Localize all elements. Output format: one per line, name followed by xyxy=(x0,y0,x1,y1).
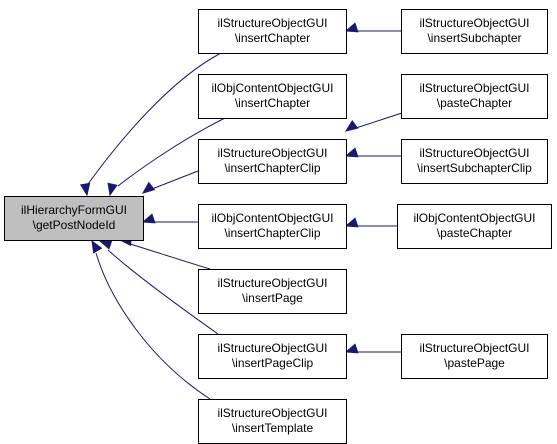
node-box xyxy=(397,204,552,249)
node-box xyxy=(401,9,548,54)
node-class-label: ilStructureObjectGUI xyxy=(217,146,327,160)
edge-ocog_pc-to-ocog_icc xyxy=(344,217,397,228)
node-class-label: ilObjContentObjectGUI xyxy=(211,81,333,95)
node-box xyxy=(4,196,144,241)
node-class-label: ilStructureObjectGUI xyxy=(419,81,529,95)
node-ocog-pc[interactable]: ilObjContentObjectGUI\pasteChapter xyxy=(397,204,552,249)
edge-arrowhead xyxy=(344,343,359,354)
edge-arrowhead xyxy=(344,22,359,33)
node-box xyxy=(198,9,347,54)
node-box xyxy=(198,139,347,184)
node-sog-ic[interactable]: ilStructureObjectGUI\insertChapter xyxy=(198,9,347,54)
edge-ocog_icc-to-root xyxy=(141,213,198,224)
node-class-label: ilStructureObjectGUI xyxy=(419,341,529,355)
node-class-label: ilHierarchyFormGUI xyxy=(21,203,127,217)
edge-line xyxy=(117,117,226,187)
edge-arrowhead xyxy=(91,239,103,254)
edge-line xyxy=(129,243,211,270)
edge-line xyxy=(151,170,199,190)
node-sog-icc[interactable]: ilStructureObjectGUI\insertChapterClip xyxy=(198,139,347,184)
node-sog-iscc[interactable]: ilStructureObjectGUI\insertSubchapterCli… xyxy=(401,139,548,184)
node-method-label: \insertPage xyxy=(242,291,303,305)
edge-sog_iscc-to-sog_icc xyxy=(344,147,401,158)
edge-arrowhead xyxy=(79,182,91,197)
node-method-label: \pasteChapter xyxy=(437,96,512,110)
node-sog-it[interactable]: ilStructureObjectGUI\insertTemplate xyxy=(198,399,347,444)
edge-sog_pp-to-sog_ipc xyxy=(344,343,401,354)
node-box xyxy=(401,334,548,379)
node-sog-pc[interactable]: ilStructureObjectGUI\pasteChapter xyxy=(401,74,548,119)
node-sog-ipc[interactable]: ilStructureObjectGUI\insertPageClip xyxy=(198,334,347,379)
nodes-layer: ilHierarchyFormGUI\getPostNodeId ilStruct… xyxy=(4,9,552,444)
node-ocog-ic[interactable]: ilObjContentObjectGUI\insertChapter xyxy=(198,74,347,119)
edge-sog_isc-to-sog_ic xyxy=(344,22,401,33)
edge-line xyxy=(95,252,211,400)
node-method-label: \insertSubchapterClip xyxy=(417,161,532,175)
edge-sog_ip-to-root xyxy=(118,235,211,270)
node-box xyxy=(401,139,548,184)
node-class-label: ilStructureObjectGUI xyxy=(217,406,327,420)
node-box xyxy=(198,334,347,379)
node-sog-pp[interactable]: ilStructureObjectGUI\pastePage xyxy=(401,334,548,379)
node-box xyxy=(198,74,347,119)
edge-sog_ic-to-root xyxy=(79,52,222,197)
edge-arrowhead xyxy=(98,239,113,250)
edge-arrowhead xyxy=(141,181,156,194)
node-method-label: \pasteChapter xyxy=(437,226,512,240)
edges-layer xyxy=(79,22,406,400)
edge-sog_it-to-root xyxy=(91,239,211,400)
node-class-label: ilStructureObjectGUI xyxy=(217,341,327,355)
node-sog-ip[interactable]: ilStructureObjectGUI\insertPage xyxy=(198,269,347,314)
node-box xyxy=(401,74,548,119)
edge-line xyxy=(107,249,219,335)
node-method-label: \insertSubchapter xyxy=(427,31,521,45)
node-method-label: \getPostNodeId xyxy=(33,218,116,232)
edge-arrowhead xyxy=(107,182,118,197)
node-class-label: ilObjContentObjectGUI xyxy=(413,211,535,225)
node-method-label: \insertChapterClip xyxy=(224,226,320,240)
edge-line xyxy=(87,52,222,185)
edge-arrowhead xyxy=(141,213,156,224)
node-class-label: ilStructureObjectGUI xyxy=(217,276,327,290)
edge-sog_icc-to-root xyxy=(141,170,199,194)
node-class-label: ilStructureObjectGUI xyxy=(419,16,529,30)
node-method-label: \pastePage xyxy=(444,356,505,370)
edge-sog_pc-to-sog_icc xyxy=(344,111,406,132)
edge-line xyxy=(355,111,406,129)
node-root[interactable]: ilHierarchyFormGUI\getPostNodeId xyxy=(4,196,144,241)
node-method-label: \insertChapter xyxy=(235,31,310,45)
node-method-label: \insertPageClip xyxy=(232,356,314,370)
edge-ocog_ic-to-root xyxy=(107,117,226,197)
edge-arrowhead xyxy=(344,217,359,228)
node-class-label: ilStructureObjectGUI xyxy=(419,146,529,160)
node-method-label: \insertChapter xyxy=(235,96,310,110)
node-class-label: ilStructureObjectGUI xyxy=(217,16,327,30)
node-ocog-icc[interactable]: ilObjContentObjectGUI\insertChapterClip xyxy=(198,204,347,249)
node-method-label: \insertTemplate xyxy=(232,421,314,435)
node-box xyxy=(198,204,347,249)
edge-sog_ipc-to-root xyxy=(98,239,219,335)
node-method-label: \insertChapterClip xyxy=(224,161,320,175)
edge-arrowhead xyxy=(344,119,359,132)
edge-arrowhead xyxy=(344,147,359,158)
node-sog-isc[interactable]: ilStructureObjectGUI\insertSubchapter xyxy=(401,9,548,54)
node-class-label: ilObjContentObjectGUI xyxy=(211,211,333,225)
node-box xyxy=(198,269,347,314)
